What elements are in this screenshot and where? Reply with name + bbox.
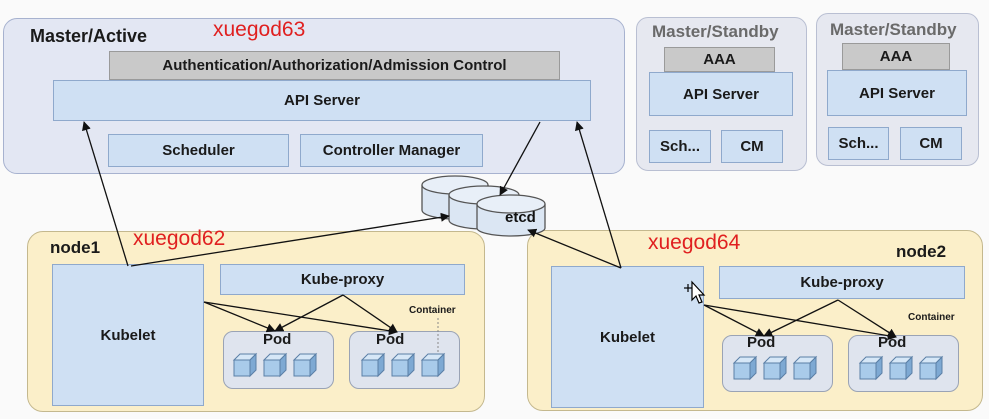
standby2-cm-label: CM	[919, 135, 943, 152]
standby1-cm-label: CM	[740, 138, 764, 155]
node2-host-tag: xuegod64	[648, 231, 741, 254]
scheduler-box: Scheduler	[108, 134, 289, 167]
master-standby-title-2: Master/Standby	[830, 20, 957, 39]
master-host-tag: xuegod63	[213, 18, 306, 41]
node1-pod-1-label: Pod	[263, 331, 292, 348]
scheduler-label: Scheduler	[162, 142, 235, 159]
standby2-scheduler-box: Sch...	[828, 127, 889, 160]
standby2-aaa-label: AAA	[879, 48, 913, 65]
api-server-label: API Server	[284, 92, 360, 109]
node2-pod-2-label: Pod	[878, 334, 907, 351]
master-active-title: Master/Active	[30, 26, 148, 46]
node1-kubelet-label: Kubelet	[100, 326, 156, 344]
standby1-scheduler-box: Sch...	[649, 130, 711, 163]
standby1-aaa-label: AAA	[703, 51, 736, 68]
node2-container-label: Container	[908, 312, 955, 323]
node1-kube-proxy-box: Kube-proxy	[220, 264, 465, 295]
standby2-scheduler-label: Sch...	[838, 135, 879, 152]
node1-pod-2-label: Pod	[376, 331, 405, 348]
node2-title: node2	[896, 242, 947, 261]
node1-host-tag: xuegod62	[133, 227, 226, 250]
controller-manager-label: Controller Manager	[322, 142, 461, 159]
standby1-scheduler-label: Sch...	[659, 138, 700, 155]
node1-pod-2	[349, 331, 460, 389]
standby2-api-server-box: API Server	[827, 70, 967, 116]
admission-control-box: Authentication/Authorization/Admission C…	[109, 51, 560, 80]
etcd-database-icon	[421, 175, 546, 237]
standby1-aaa-box: AAA	[664, 47, 775, 72]
standby2-api-server-label: API Server	[859, 84, 935, 102]
node2-kube-proxy-box: Kube-proxy	[719, 266, 965, 299]
admission-control-label: Authentication/Authorization/Admission C…	[162, 57, 507, 74]
node2-pod-1-label: Pod	[747, 334, 776, 351]
controller-manager-box: Controller Manager	[300, 134, 483, 167]
node1-kubelet-box: Kubelet	[52, 264, 204, 406]
node1-container-label: Container	[409, 305, 456, 316]
node1-title: node1	[50, 238, 101, 257]
node2-kubelet-box: Kubelet	[551, 266, 704, 408]
standby1-api-server-label: API Server	[683, 85, 759, 103]
node2-kubelet-label: Kubelet	[599, 328, 655, 346]
node2-pod-1	[722, 335, 833, 392]
standby2-aaa-box: AAA	[842, 43, 950, 70]
node1-kube-proxy-label: Kube-proxy	[300, 271, 385, 288]
master-standby-title-1: Master/Standby	[652, 22, 779, 41]
standby1-cm-box: CM	[721, 130, 783, 163]
etcd-label: etcd	[505, 209, 536, 226]
standby1-api-server-box: API Server	[649, 72, 793, 116]
standby2-cm-box: CM	[900, 127, 962, 160]
api-server-box: API Server	[53, 80, 591, 121]
node2-kube-proxy-label: Kube-proxy	[800, 274, 884, 291]
